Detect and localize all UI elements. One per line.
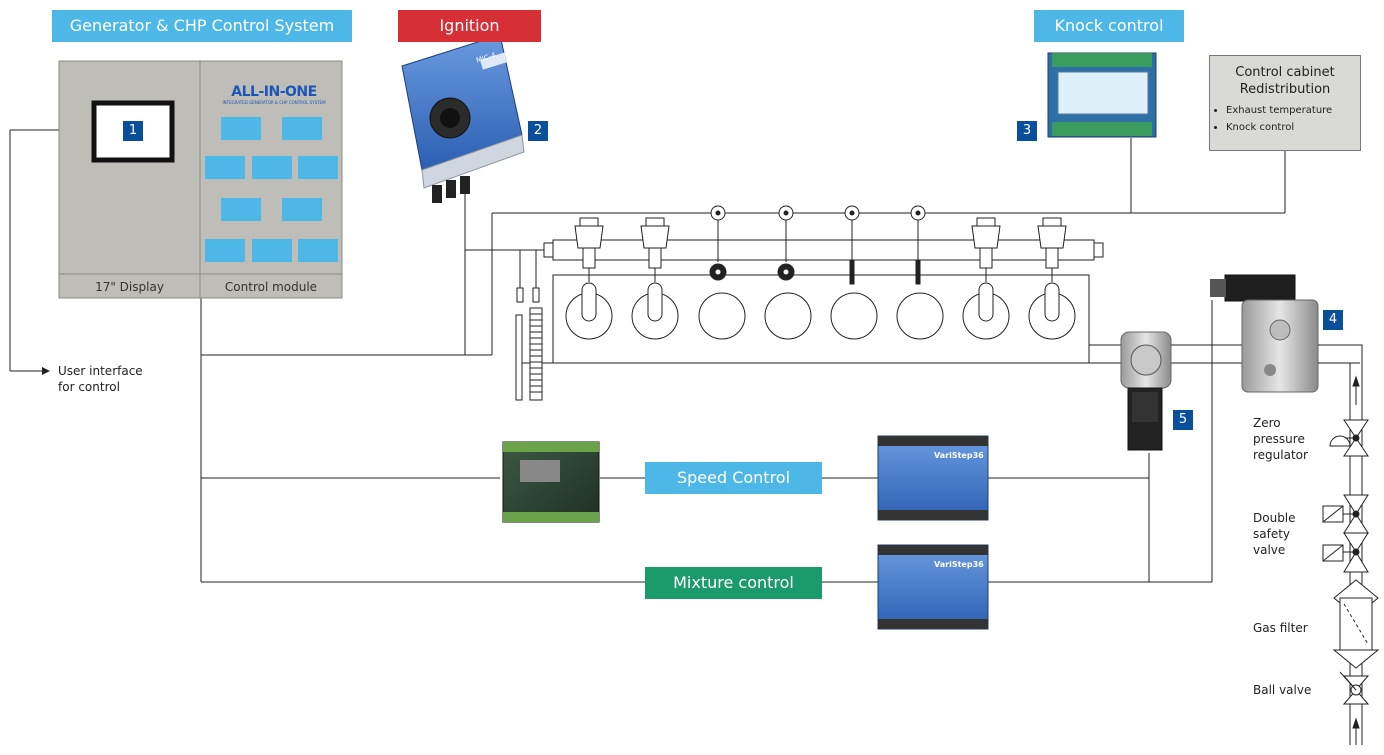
cabinet-item: Knock control	[1226, 119, 1360, 136]
logo-text: ALL-IN-ONE	[231, 84, 317, 100]
header-ignition: Ignition	[398, 10, 541, 42]
throttle-actuator	[1120, 331, 1172, 451]
double-safety-line2: safety	[1253, 527, 1291, 541]
gas-valve	[1210, 274, 1319, 393]
badge-4: 4	[1323, 310, 1343, 330]
cabinet-title: Control cabinet Redistribution	[1210, 64, 1360, 98]
actuator-mixture	[877, 544, 989, 630]
user-interface-label: User interface for control	[58, 363, 143, 395]
double-safety-line1: Double	[1253, 511, 1296, 525]
engine-block	[515, 205, 1360, 401]
badge-2: 2	[528, 121, 548, 141]
mixture-control-label: Mixture control	[645, 567, 822, 599]
sensors	[709, 205, 926, 285]
badge-1: 1	[123, 121, 143, 141]
cabinet-item: Exhaust temperature	[1226, 102, 1360, 119]
display-label: 17" Display	[95, 280, 164, 294]
control-module-buttons	[205, 117, 338, 262]
badge-3: 3	[1017, 121, 1037, 141]
logo-subtitle: INTEGRATED GENERATOR & CHP CONTROL SYSTE…	[222, 100, 326, 105]
control-panel	[58, 60, 343, 299]
header-control-system: Generator & CHP Control System	[52, 10, 352, 42]
ignition-module	[401, 34, 525, 203]
control-cabinet: Control cabinet Redistribution Exhaust t…	[1209, 55, 1361, 151]
cabinet-title-line1: Control cabinet	[1235, 65, 1335, 80]
actuator-mixture-label: VariStep36	[934, 560, 984, 569]
actuator-speed-label: VariStep36	[934, 451, 984, 460]
user-interface-line2: for control	[58, 380, 120, 394]
display-screen	[91, 100, 175, 163]
zero-pressure-line1: Zero	[1253, 416, 1281, 430]
zero-pressure-line3: regulator	[1253, 448, 1308, 462]
injectors	[574, 217, 1067, 282]
speed-control-label: Speed Control	[645, 462, 822, 494]
double-safety-line3: valve	[1253, 543, 1286, 557]
all-in-one-logo: ALL-IN-ONE INTEGRATED GENERATOR & CHP CO…	[210, 84, 338, 105]
user-interface-arrow-icon	[42, 367, 50, 375]
wiring	[9, 129, 1286, 583]
control-module-label: Control module	[224, 280, 318, 294]
speed-controller	[502, 441, 600, 523]
actuator-speed	[877, 435, 989, 521]
cabinet-items: Exhaust temperature Knock control	[1210, 102, 1360, 136]
zero-pressure-regulator-label: Zero pressure regulator	[1253, 415, 1308, 463]
cabinet-title-line2: Redistribution	[1239, 82, 1331, 97]
badge-5: 5	[1173, 410, 1193, 430]
header-knock-control: Knock control	[1034, 10, 1184, 42]
zero-pressure-line2: pressure	[1253, 432, 1305, 446]
gas-filter-label: Gas filter	[1253, 621, 1308, 635]
gas-train	[1318, 344, 1380, 745]
double-safety-valve-label: Double safety valve	[1253, 510, 1296, 558]
ball-valve-label: Ball valve	[1253, 683, 1312, 697]
knock-control-device	[1047, 52, 1157, 138]
user-interface-line1: User interface	[58, 364, 143, 378]
